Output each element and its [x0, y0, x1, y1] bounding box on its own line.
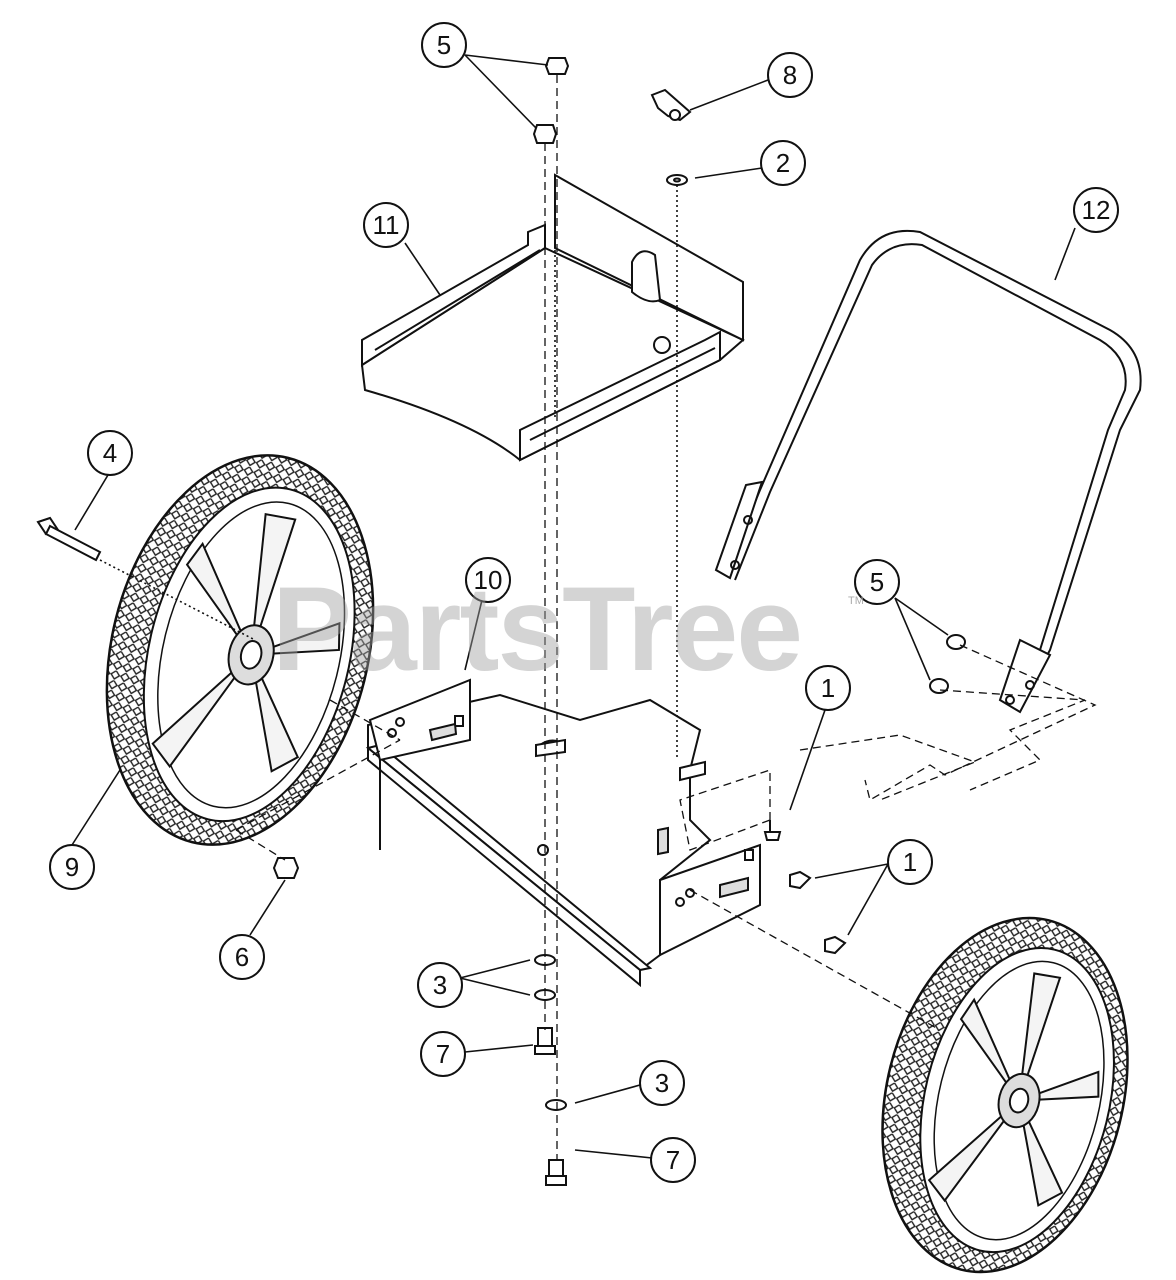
- base-frame: [365, 678, 761, 988]
- callout-label: 1: [821, 673, 835, 703]
- callout-9: 9: [49, 844, 95, 890]
- callout-1-lower: 1: [887, 839, 933, 885]
- callout-5-handle: 5: [854, 559, 900, 605]
- callout-11: 11: [363, 202, 409, 248]
- dotted-lines: [99, 185, 678, 760]
- callout-label: 7: [436, 1039, 450, 1069]
- callout-label: 9: [65, 852, 79, 882]
- callout-label: 3: [433, 970, 447, 1000]
- callout-label: 2: [776, 148, 790, 178]
- guide-lines: [235, 75, 1097, 1160]
- callout-2: 2: [760, 140, 806, 186]
- callout-10: 10: [465, 557, 511, 603]
- watermark-trademark: TM: [848, 595, 864, 607]
- callout-5-top: 5: [421, 22, 467, 68]
- callout-label: 4: [103, 438, 117, 468]
- callout-label: 11: [373, 210, 400, 240]
- callout-label: 7: [666, 1145, 680, 1175]
- right-wheel: [881, 916, 1129, 1274]
- callout-8: 8: [767, 52, 813, 98]
- left-wheel: [105, 454, 375, 846]
- callout-label: 8: [783, 60, 797, 90]
- callout-1-upper: 1: [805, 665, 851, 711]
- callout-7-lower: 7: [650, 1137, 696, 1183]
- handle: [714, 229, 1142, 714]
- callout-label: 10: [474, 565, 503, 595]
- callouts: 5 8 2 11 12 4 10 5: [49, 22, 1119, 1183]
- callout-label: 3: [655, 1068, 669, 1098]
- callout-12: 12: [1073, 187, 1119, 233]
- callout-label: 5: [870, 567, 884, 597]
- callout-7-upper: 7: [420, 1031, 466, 1077]
- callout-3-lower: 3: [639, 1060, 685, 1106]
- callout-label: 5: [437, 30, 451, 60]
- callout-label: 6: [235, 942, 249, 972]
- callout-6: 6: [219, 934, 265, 980]
- callout-label: 12: [1082, 195, 1111, 225]
- leader-lines: [71, 54, 1076, 1159]
- top-tray: [360, 173, 745, 462]
- callout-3-upper: 3: [417, 962, 463, 1008]
- callout-4: 4: [87, 430, 133, 476]
- callout-label: 1: [903, 847, 917, 877]
